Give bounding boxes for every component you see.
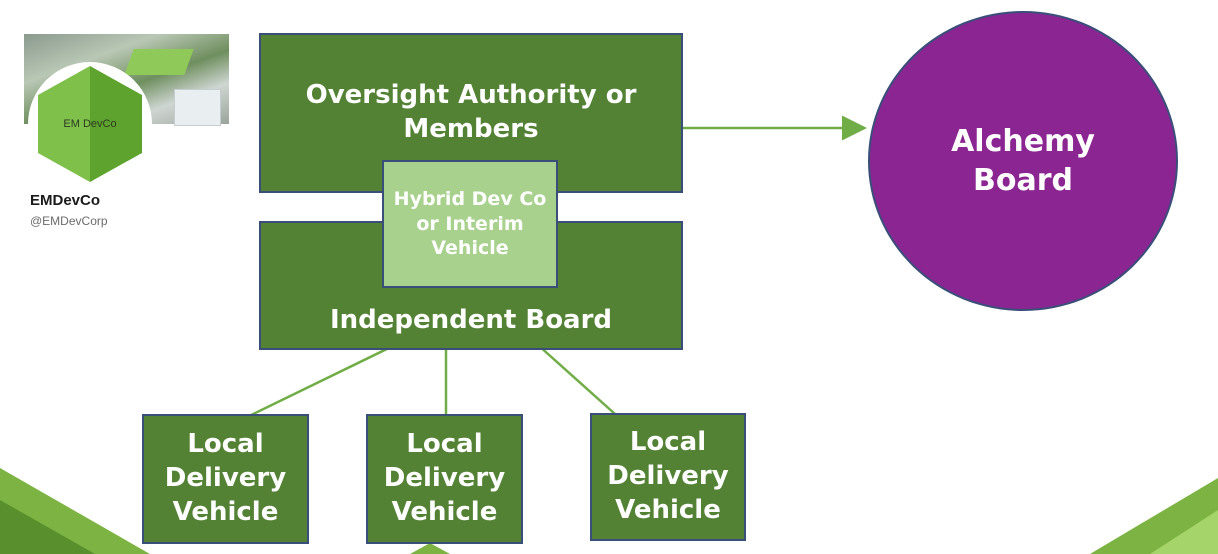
connector-local-1: [244, 343, 396, 420]
alchemy-board-label: Alchemy Board: [951, 124, 1095, 198]
connector-local-3: [537, 344, 616, 415]
local-delivery-vehicle-2: Local Delivery Vehicle: [366, 414, 523, 544]
banner-green-roof: [124, 49, 194, 75]
avatar-hexagon-logo: EM DevCo: [38, 66, 142, 182]
hybrid-devco-label: Hybrid Dev Co or Interim Vehicle: [393, 187, 547, 260]
local-delivery-vehicle-3: Local Delivery Vehicle: [590, 413, 746, 541]
corner-triangle-left-dark: [0, 500, 95, 554]
local-delivery-vehicle-3-label: Local Delivery Vehicle: [607, 427, 729, 525]
avatar-text: EM DevCo: [63, 118, 117, 130]
hybrid-devco-box: Hybrid Dev Co or Interim Vehicle: [382, 160, 558, 288]
local-delivery-vehicle-2-label: Local Delivery Vehicle: [383, 429, 506, 527]
local-delivery-vehicle-1-label: Local Delivery Vehicle: [164, 429, 287, 527]
oversight-authority-label: Oversight Authority or Members: [305, 80, 637, 144]
alchemy-board-circle: Alchemy Board: [868, 11, 1178, 311]
independent-board-label: Independent Board: [329, 305, 613, 336]
local-delivery-vehicle-1: Local Delivery Vehicle: [142, 414, 309, 544]
avatar[interactable]: EM DevCo: [28, 62, 152, 186]
corner-triangle-right-light: [1150, 510, 1218, 554]
profile-handle[interactable]: @EMDevCorp: [30, 214, 108, 228]
profile-name[interactable]: EMDevCo: [30, 192, 101, 209]
banner-building: [174, 89, 221, 126]
corner-triangle-center: [410, 543, 450, 554]
profile-card[interactable]: EM DevCo EMDevCo @EMDevCorp: [24, 34, 229, 234]
